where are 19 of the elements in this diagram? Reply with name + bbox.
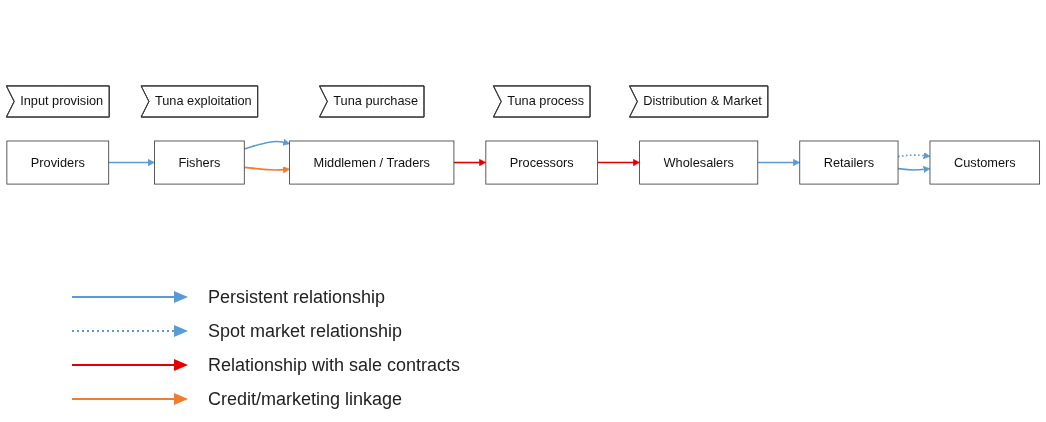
arrow [897, 165, 931, 173]
arrow [243, 138, 290, 150]
arrow [107, 159, 155, 167]
arrow [453, 159, 487, 167]
arrow [243, 166, 290, 174]
node-box [639, 140, 759, 185]
arrow [756, 159, 801, 167]
node-box [799, 140, 899, 185]
arrow [596, 159, 640, 167]
legend-text: Spot market relationship [208, 320, 403, 342]
node-box [154, 140, 245, 185]
node-box [289, 140, 455, 185]
legend-text: Credit/marketing linkage [208, 388, 403, 410]
legend-text: Persistent relationship [208, 286, 386, 308]
legend-text: Relationship with sale contracts [208, 354, 461, 376]
node-box [6, 140, 110, 185]
node-box [929, 140, 1040, 185]
node-box [485, 140, 598, 185]
flow-diagram: Input provision Tuna exploitation Tuna purchase Tuna process Distribution & Market Providers Fishers Middlemen / Traders Processors Wholesalers Retailers Customers [0, 0, 1046, 270]
